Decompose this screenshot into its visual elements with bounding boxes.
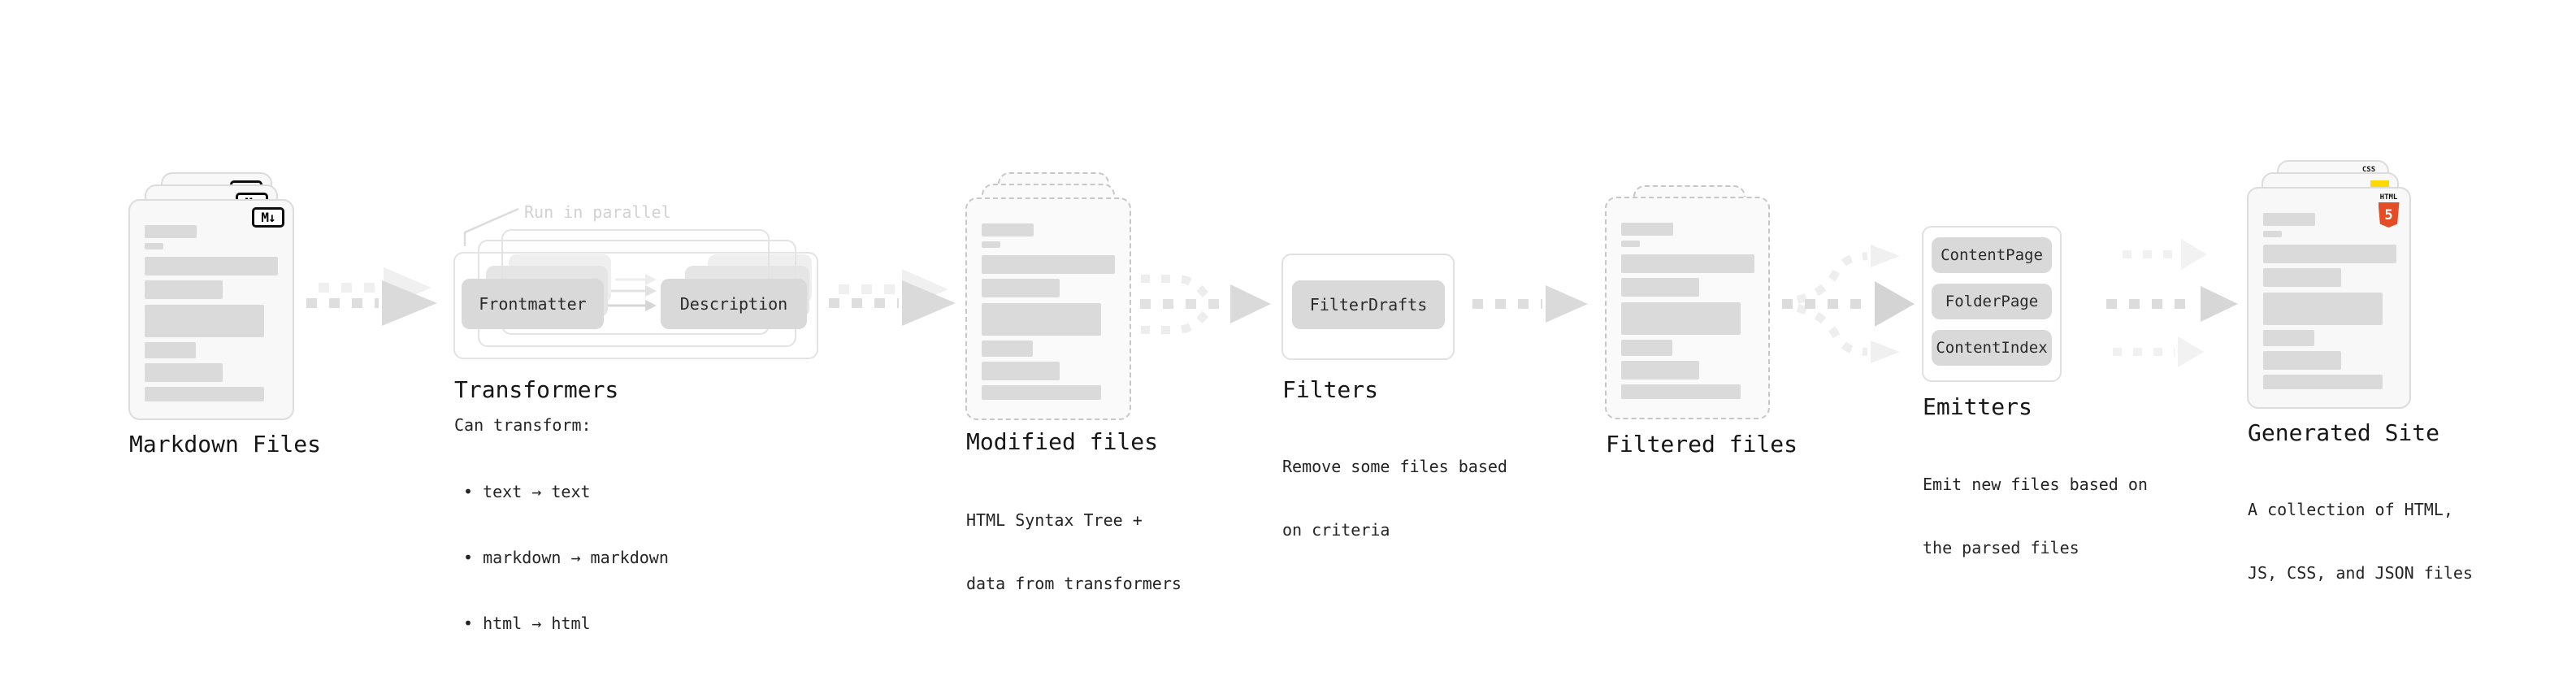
filterdrafts-box-label: FilterDrafts — [1309, 295, 1428, 314]
modified-files-desc: HTML Syntax Tree + data from transformer… — [966, 467, 1182, 636]
placeholder-text-bar — [1621, 384, 1741, 399]
arrow-filtered-to-emitters-fork — [1782, 245, 1915, 363]
placeholder-text-bar — [1621, 302, 1741, 335]
placeholder-text-bar — [2263, 245, 2396, 263]
html5-icon-shield: 5 — [2378, 202, 2400, 228]
placeholder-text-bar — [982, 241, 1000, 248]
folderpage-box: FolderPage — [1932, 284, 2052, 319]
filters-desc: Remove some files based on criteria — [1282, 414, 1507, 583]
placeholder-text-bar — [1621, 278, 1699, 297]
arrow-filters-to-filtered — [1472, 285, 1588, 323]
emitters-title: Emitters — [1923, 393, 2032, 420]
modified-files-title: Modified files — [966, 428, 1159, 455]
transformers-title: Transformers — [454, 376, 619, 403]
placeholder-text-bar — [2263, 351, 2341, 370]
placeholder-text-bar — [145, 387, 264, 401]
placeholder-text-bar — [1621, 340, 1672, 356]
emitters-desc: Emit new files based on the parsed files — [1923, 432, 2148, 601]
desc-line: the parsed files — [1923, 538, 2079, 557]
markdown-document-front: M↓ — [128, 199, 294, 420]
arrow-transformers-to-modified — [829, 269, 956, 326]
placeholder-text-bar — [145, 243, 163, 249]
transformers-desc-heading: Can transform: — [454, 415, 592, 435]
frontmatter-box: Frontmatter — [462, 279, 604, 329]
arrow-modified-to-filters-merge — [1140, 275, 1271, 334]
transformer-container-front — [453, 252, 818, 359]
arrow-markdown-to-transformers — [306, 267, 437, 326]
placeholder-text-bar — [982, 279, 1060, 297]
markdown-files-title: Markdown Files — [129, 431, 322, 458]
placeholder-text-bar — [145, 257, 278, 275]
filtered-document-front — [1605, 197, 1770, 419]
markdown-icon: M↓ — [252, 207, 284, 228]
desc-line: Emit new files based on — [1923, 475, 2148, 494]
filters-title: Filters — [1282, 376, 1379, 403]
html-document-front: HTML 5 — [2247, 187, 2411, 409]
contentindex-box: ContentIndex — [1932, 330, 2052, 366]
desc-line: Remove some files based — [1282, 457, 1507, 476]
placeholder-text-bar — [2263, 293, 2383, 325]
placeholder-text-bar — [145, 363, 223, 382]
placeholder-text-bar — [145, 225, 197, 238]
contentindex-box-label: ContentIndex — [1936, 339, 2048, 357]
placeholder-text-bar — [2263, 231, 2282, 237]
placeholder-text-bar — [1621, 361, 1699, 380]
placeholder-text-bar — [2263, 268, 2341, 287]
placeholder-text-bar — [982, 255, 1115, 274]
contentpage-box-label: ContentPage — [1941, 246, 2043, 264]
arrows-emitters-to-generated — [2106, 239, 2238, 367]
run-in-parallel-label: Run in parallel — [524, 202, 671, 222]
placeholder-text-bar — [982, 303, 1101, 336]
frontmatter-box-label: Frontmatter — [479, 294, 587, 314]
placeholder-text-bar — [145, 280, 223, 299]
folderpage-box-label: FolderPage — [1945, 293, 2039, 310]
placeholder-text-bar — [982, 223, 1034, 236]
placeholder-text-bar — [1621, 241, 1640, 247]
desc-line: on criteria — [1282, 520, 1390, 540]
bullet-item: • html → html — [463, 614, 591, 633]
description-box-label: Description — [679, 294, 788, 314]
placeholder-text-bar — [1621, 223, 1673, 236]
contentpage-box: ContentPage — [1932, 237, 2052, 273]
desc-line: data from transformers — [966, 574, 1182, 593]
css-icon-label: CSS — [2361, 166, 2376, 174]
placeholder-text-bar — [982, 362, 1060, 380]
transformers-bullet-list: • text → text • markdown → markdown • ht… — [463, 437, 669, 679]
placeholder-text-bar — [2263, 330, 2314, 346]
desc-line: JS, CSS, and JSON files — [2248, 563, 2473, 583]
placeholder-text-bar — [982, 385, 1101, 400]
placeholder-text-bar — [2263, 213, 2315, 226]
desc-line: A collection of HTML, — [2248, 500, 2453, 519]
filtered-files-title: Filtered files — [1606, 431, 1798, 458]
generated-site-desc: A collection of HTML, JS, CSS, and JSON … — [2248, 457, 2473, 626]
desc-line: HTML Syntax Tree + — [966, 510, 1143, 530]
description-box: Description — [661, 279, 807, 329]
placeholder-text-bar — [982, 340, 1033, 357]
filterdrafts-box: FilterDrafts — [1292, 280, 1445, 329]
bullet-item: • markdown → markdown — [463, 548, 669, 567]
html5-icon: HTML 5 — [2378, 193, 2400, 228]
placeholder-text-bar — [145, 342, 196, 358]
placeholder-text-bar — [2263, 375, 2383, 389]
placeholder-text-bar — [145, 305, 264, 337]
bullet-item: • text → text — [463, 482, 591, 501]
modified-document-front — [965, 197, 1131, 420]
generated-site-title: Generated Site — [2248, 419, 2440, 446]
html5-icon-label: HTML — [2379, 193, 2398, 202]
placeholder-text-bar — [1621, 254, 1754, 273]
